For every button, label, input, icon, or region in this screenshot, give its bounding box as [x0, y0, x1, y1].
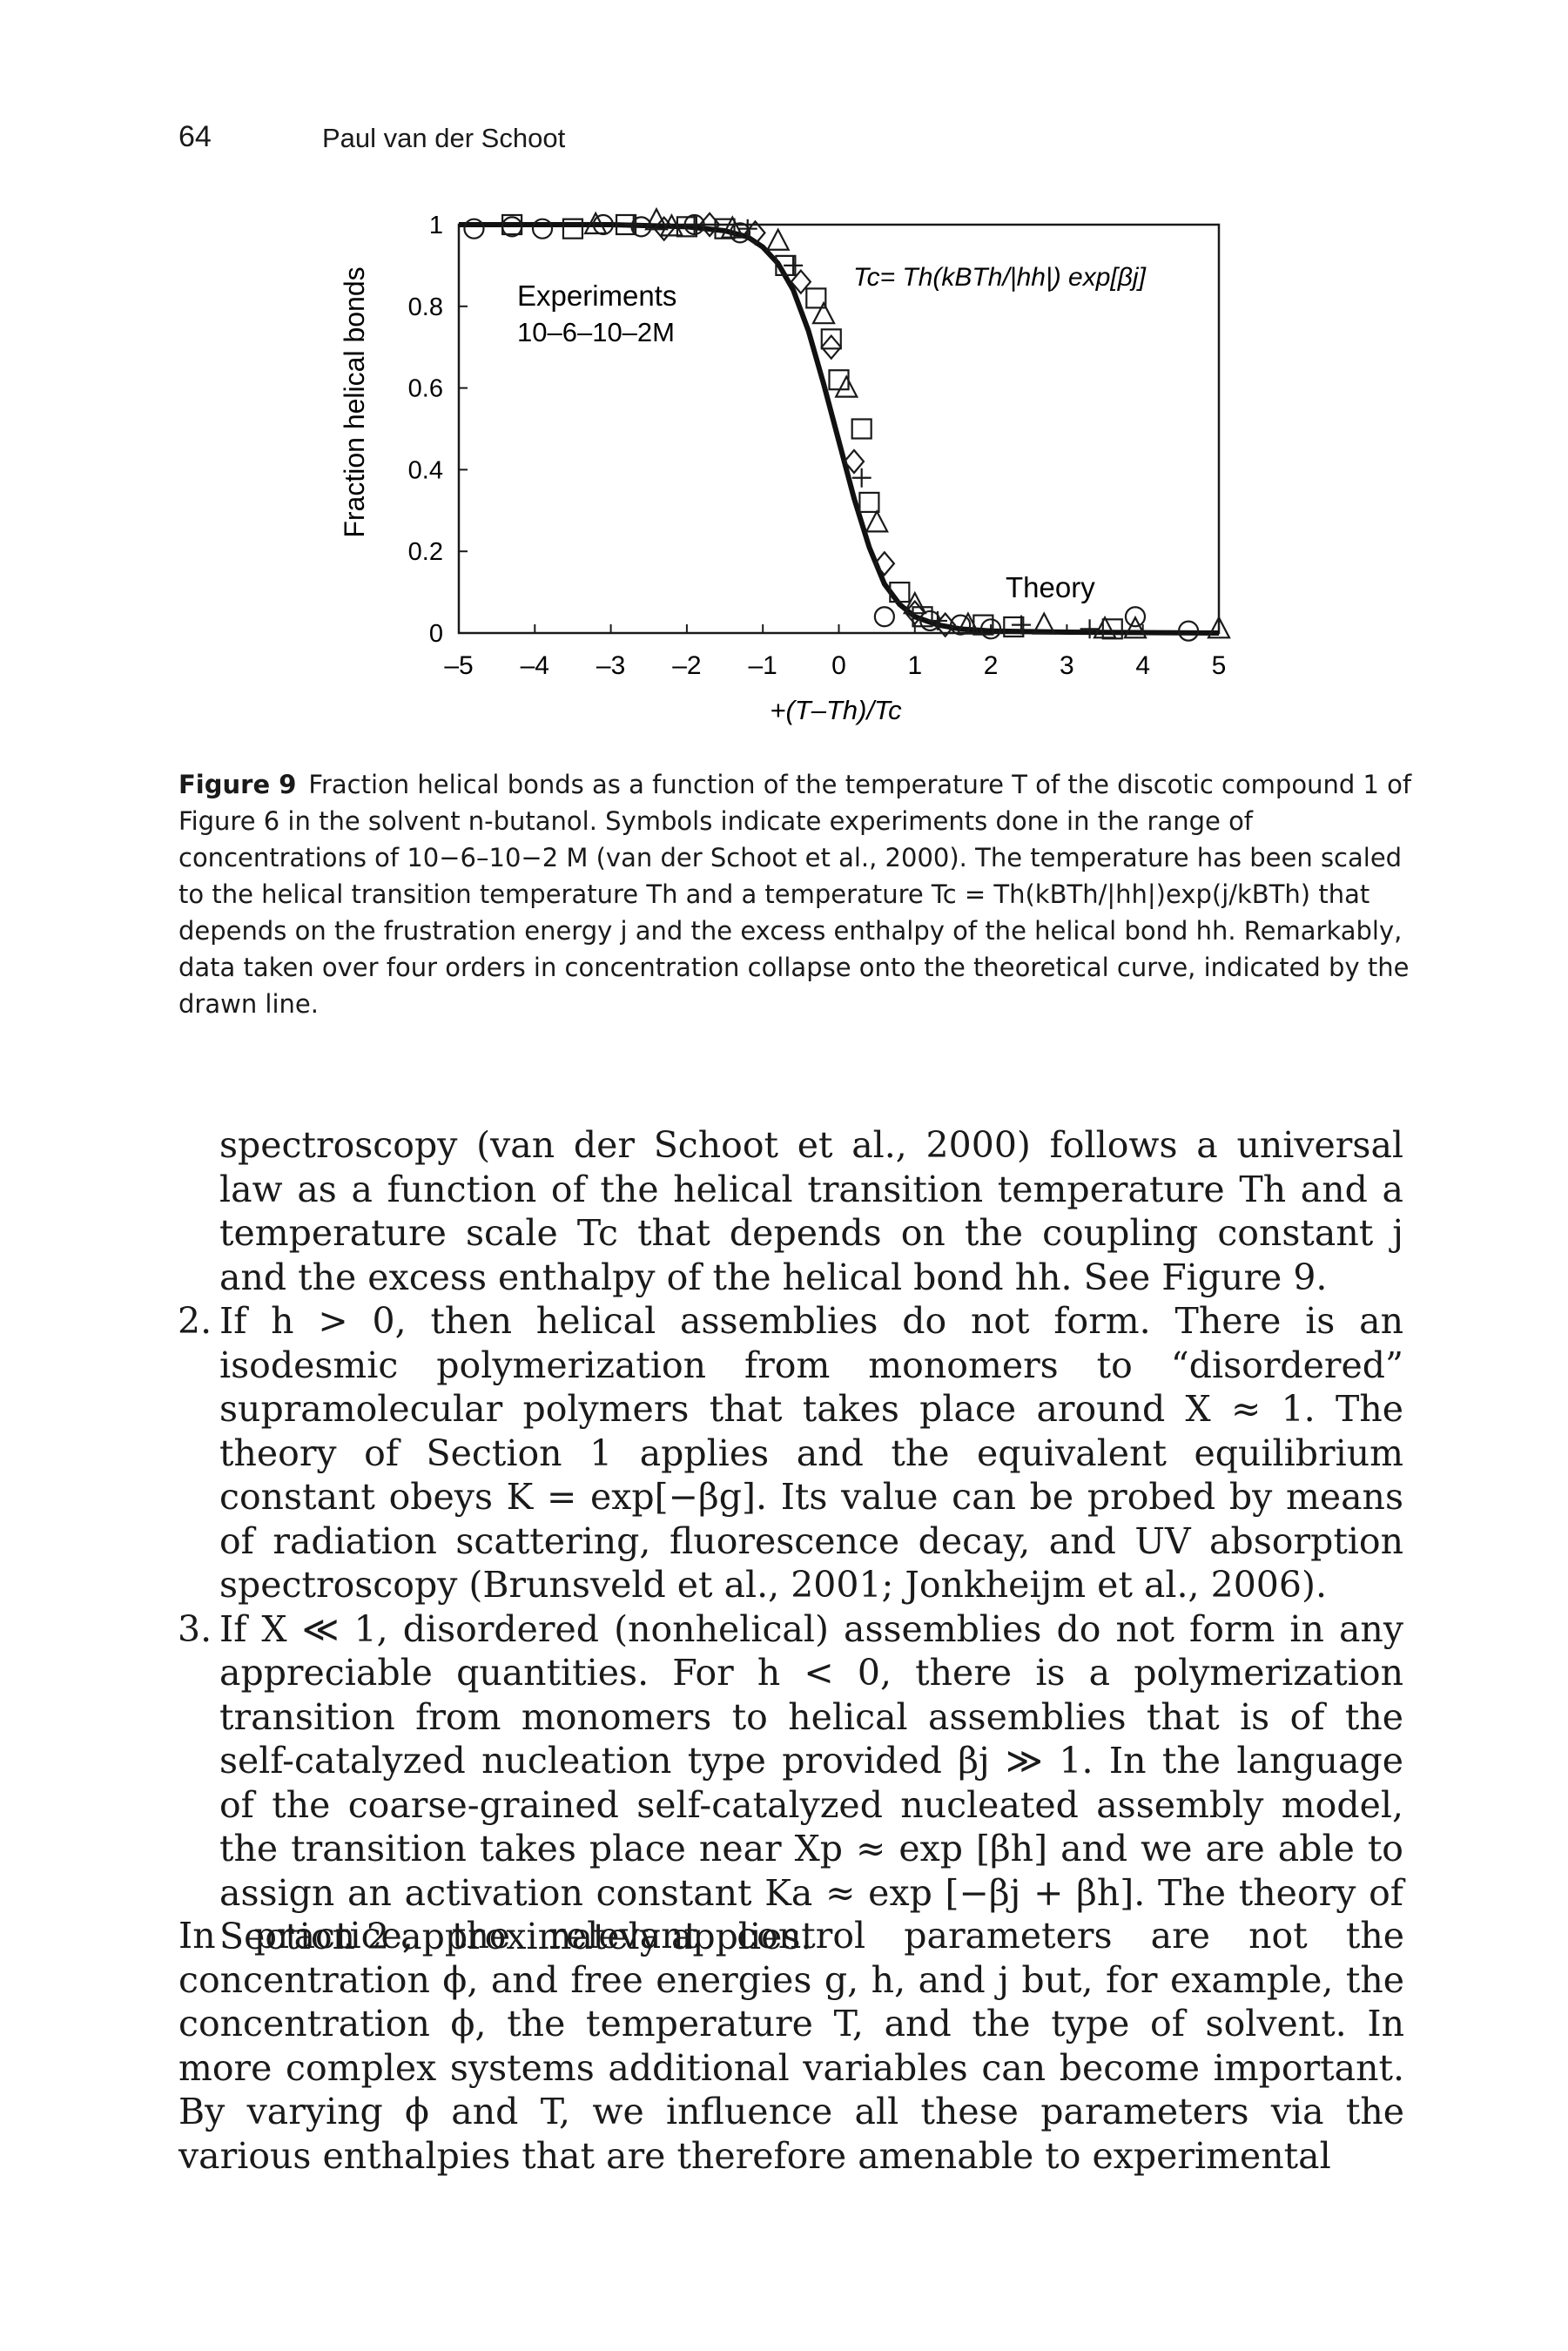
data-point-square [562, 218, 584, 239]
data-point-circle [873, 606, 895, 628]
data-point-square [1003, 616, 1025, 638]
data-point-cross [623, 215, 643, 234]
page-number: 64 [178, 120, 212, 153]
y-axis-label: Fraction helical bonds [339, 266, 370, 537]
data-point-triangle [720, 215, 745, 239]
body-list: spectroscopy (van der Schoot et al., 200… [178, 1123, 1403, 1959]
figure-9-chart: –5 –4 –3 –2 –1 0 1 2 3 4 5 0 0.2 0.4 0.6 0.8 1 Fraction … [339, 206, 1231, 725]
x-tick-label: 0 [831, 651, 846, 680]
list-item-text: If h > 0, then helical assemblies do not… [219, 1300, 1403, 1606]
x-tick-label: 1 [907, 651, 922, 680]
y-tick-label: 0.2 [408, 538, 443, 566]
caption-text: Fraction helical bonds as a function of … [178, 770, 1412, 1019]
data-point-diamond [843, 448, 865, 475]
data-point-triangle [765, 227, 791, 251]
data-point-diamond [698, 212, 721, 238]
x-axis-label: +(T–Th)/Tc [770, 695, 902, 725]
y-tick-label: 1 [429, 212, 443, 239]
data-point-diamond [790, 268, 812, 295]
list-item-2: 2.If h > 0, then helical assemblies do n… [178, 1299, 1403, 1607]
concentration-label: 10–6–10–2M [517, 317, 675, 347]
data-point-square [889, 581, 911, 603]
data-point-triangle [583, 211, 608, 235]
continuation-paragraph: spectroscopy (van der Schoot et al., 200… [219, 1124, 1403, 1298]
data-point-cross [927, 610, 947, 630]
data-point-triangle [1207, 615, 1231, 639]
practice-paragraph: In practice, the relevant control parame… [178, 1915, 1404, 2177]
x-tick-label: –1 [749, 651, 777, 680]
data-point-diamond [653, 215, 676, 242]
data-point-triangle [1123, 615, 1147, 639]
data-point-triangle [902, 590, 927, 615]
data-point-triangle [1093, 615, 1117, 639]
list-item-3: 3.If X ≪ 1, disordered (nonhelical) asse… [178, 1607, 1403, 1959]
data-point-cross [851, 468, 871, 488]
data-point-triangle [865, 509, 889, 533]
figure-label: Figure 9 [178, 770, 297, 799]
y-tick-label: 0 [429, 620, 443, 648]
data-point-cross [1012, 615, 1032, 635]
data-point-circle [979, 618, 1002, 640]
list-number: 3. [178, 1607, 212, 1650]
x-tick-label: 2 [984, 651, 999, 680]
data-point-circle [729, 222, 751, 244]
axis-ticks: –5 –4 –3 –2 –1 0 1 2 3 4 5 0 0.2 0.4 0.6 0.8 1 [408, 212, 1227, 680]
y-tick-label: 0.6 [408, 375, 443, 403]
data-point-cross [684, 215, 704, 234]
data-point-cross [784, 255, 804, 275]
data-point-square [820, 328, 842, 350]
x-tick-label: –4 [521, 651, 549, 680]
data-point-square [501, 213, 523, 236]
data-point-triangle [956, 611, 980, 635]
data-point-circle [531, 218, 554, 239]
theory-label: Theory [1006, 571, 1095, 603]
data-point-cross [1080, 619, 1100, 639]
data-point-cross [737, 219, 757, 239]
data-point-triangle [1032, 611, 1057, 635]
x-tick-label: 4 [1135, 651, 1150, 680]
data-point-square [851, 418, 872, 440]
y-tick-label: 0.4 [408, 456, 443, 484]
data-point-circle [463, 218, 485, 239]
data-point-diamond [820, 333, 843, 360]
data-point-square [858, 491, 880, 514]
body-paragraph: In practice, the relevant control parame… [178, 1914, 1404, 2178]
list-item-text: If X ≪ 1, disordered (nonhelical) assemb… [219, 1607, 1403, 1958]
data-point-circle [630, 216, 652, 238]
y-tick-label: 0.8 [408, 293, 443, 321]
data-marks [459, 206, 1231, 642]
list-number: 2. [178, 1300, 212, 1342]
formula-label: Tc= Th(kBTh/|hh|) exp[βj] [853, 263, 1147, 292]
data-point-circle [1124, 606, 1147, 628]
data-point-diamond [873, 550, 896, 576]
data-point-triangle [834, 374, 859, 398]
x-tick-label: –2 [672, 651, 701, 680]
x-tick-label: 5 [1212, 651, 1227, 680]
data-point-circle [1177, 620, 1200, 642]
data-point-diamond [904, 599, 926, 626]
x-tick-label: 3 [1060, 651, 1074, 680]
data-point-triangle [659, 212, 684, 237]
data-point-triangle [811, 300, 836, 325]
running-head: Paul van der Schoot [322, 123, 566, 153]
x-tick-label: –5 [444, 651, 473, 680]
data-point-square [1101, 618, 1123, 640]
data-point-square [805, 287, 827, 309]
x-tick-label: –3 [596, 651, 625, 680]
experiments-label: Experiments [517, 280, 676, 312]
